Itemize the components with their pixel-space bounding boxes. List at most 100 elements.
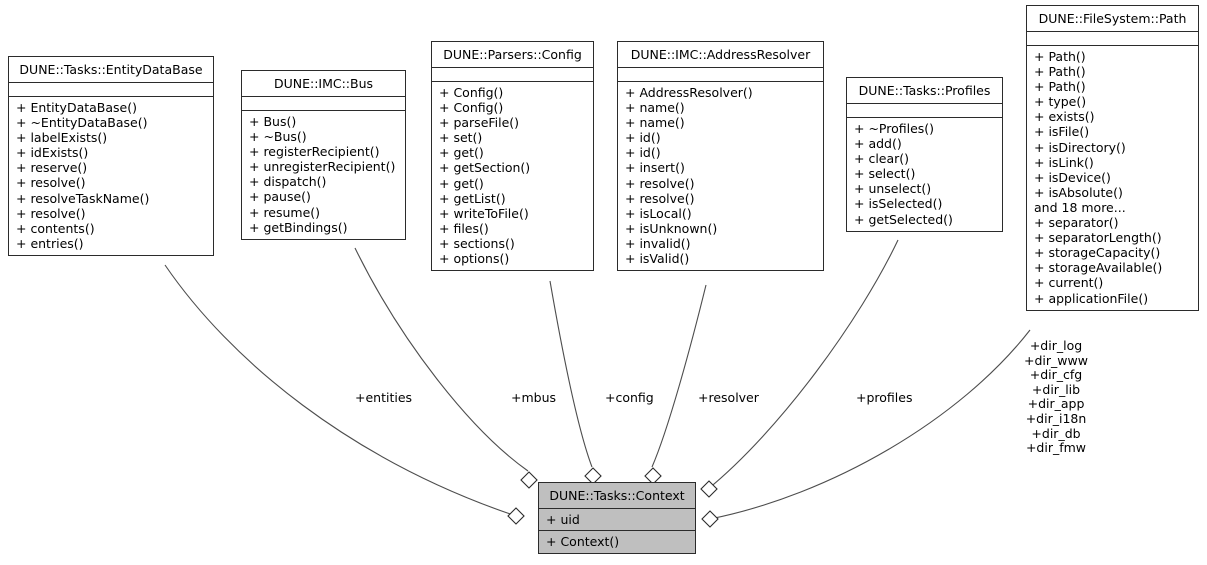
class-member: + id() bbox=[625, 145, 661, 161]
class-member: + storageAvailable() bbox=[1034, 260, 1163, 276]
class-member: + resolve() bbox=[16, 175, 86, 191]
class-member: + isValid() bbox=[625, 251, 690, 267]
class-member: + Config() bbox=[439, 85, 504, 100]
edge-entities bbox=[164, 264, 517, 517]
edge-config bbox=[549, 280, 593, 468]
class-member: + resolveTaskName() bbox=[16, 190, 150, 206]
class-member: + isSelected() bbox=[854, 196, 943, 212]
class-operations: + ~Profiles()+ add()+ clear()+ select()+… bbox=[847, 117, 1002, 231]
class-member: + idExists() bbox=[16, 145, 89, 161]
class-box-address-resolver[interactable]: DUNE::IMC::AddressResolver + AddressReso… bbox=[617, 41, 824, 272]
class-member: + AddressResolver() bbox=[625, 85, 753, 100]
class-member: + set() bbox=[439, 130, 483, 146]
class-member: and 18 more... bbox=[1034, 199, 1126, 215]
class-member: + name() bbox=[625, 115, 685, 131]
class-attributes: + uid bbox=[539, 508, 695, 530]
class-member: + ~Profiles() bbox=[854, 121, 935, 136]
edge-label-mbus: +mbus bbox=[511, 390, 557, 405]
class-member: + resolve() bbox=[16, 205, 86, 221]
class-member: + files() bbox=[439, 220, 489, 236]
class-member: + unregisterRecipient() bbox=[249, 159, 396, 175]
class-member: + EntityDataBase() bbox=[16, 100, 137, 115]
class-member: + isDirectory() bbox=[1034, 139, 1126, 155]
class-attributes bbox=[847, 103, 1002, 117]
class-box-bus[interactable]: DUNE::IMC::Bus + Bus()+ ~Bus()+ register… bbox=[241, 70, 406, 240]
class-title: DUNE::Tasks::Profiles bbox=[858, 83, 991, 98]
class-member: + separatorLength() bbox=[1034, 230, 1162, 246]
class-member: +dir_www bbox=[1024, 352, 1088, 368]
edge-label-path-dirs: +dir_log+dir_www+dir_cfg+dir_lib+dir_app… bbox=[1018, 338, 1094, 456]
class-member: + getSection() bbox=[439, 160, 531, 176]
class-title: DUNE::Tasks::EntityDataBase bbox=[19, 62, 203, 77]
class-member: + registerRecipient() bbox=[249, 144, 380, 160]
class-member: + unselect() bbox=[854, 181, 932, 197]
class-box-context[interactable]: DUNE::Tasks::Context + uid + Context() bbox=[538, 482, 696, 555]
class-attributes bbox=[242, 96, 405, 110]
class-member: + Path() bbox=[1034, 49, 1086, 64]
class-member: + exists() bbox=[1034, 109, 1095, 125]
class-member: +dir_log bbox=[1029, 338, 1083, 353]
class-title: DUNE::IMC::Bus bbox=[273, 76, 374, 91]
class-member: +dir_app bbox=[1027, 396, 1085, 412]
class-operations: + Config()+ Config()+ parseFile()+ set()… bbox=[432, 81, 593, 270]
class-title: DUNE::Parsers::Config bbox=[443, 47, 582, 62]
class-member: + getSelected() bbox=[854, 211, 953, 227]
class-member: + get() bbox=[439, 145, 484, 161]
class-member: +dir_cfg bbox=[1029, 367, 1083, 383]
class-member: + Config() bbox=[439, 100, 504, 116]
class-member: + sections() bbox=[439, 235, 515, 251]
class-member: + resume() bbox=[249, 204, 321, 220]
class-member: + ~EntityDataBase() bbox=[16, 115, 148, 131]
edge-label-config: +config bbox=[605, 390, 654, 405]
class-member: + parseFile() bbox=[439, 115, 520, 131]
class-operations: + Path()+ Path()+ Path()+ type()+ exists… bbox=[1027, 45, 1198, 310]
class-box-profiles[interactable]: DUNE::Tasks::Profiles + ~Profiles()+ add… bbox=[846, 77, 1003, 232]
class-title: DUNE::IMC::AddressResolver bbox=[630, 47, 811, 62]
class-member: + Bus() bbox=[249, 114, 297, 129]
class-box-config[interactable]: DUNE::Parsers::Config + Config()+ Config… bbox=[431, 41, 594, 272]
edge-label-profiles: +profiles bbox=[856, 390, 913, 405]
class-member: + isLocal() bbox=[625, 205, 692, 221]
class-member: + name() bbox=[625, 100, 685, 116]
class-member: + add() bbox=[854, 136, 902, 152]
class-member: + current() bbox=[1034, 275, 1104, 291]
class-member: +dir_fmw bbox=[1025, 440, 1087, 456]
class-operations: + EntityDataBase()+ ~EntityDataBase()+ l… bbox=[9, 96, 213, 255]
class-member: +dir_lib bbox=[1031, 381, 1081, 397]
edge-label-resolver: +resolver bbox=[698, 390, 759, 405]
class-member: + isDevice() bbox=[1034, 169, 1111, 185]
class-member: + contents() bbox=[16, 220, 95, 236]
diamond-profiles bbox=[700, 480, 718, 498]
edge-profiles bbox=[707, 239, 899, 490]
class-operations: + Context() bbox=[539, 530, 695, 553]
class-attributes bbox=[9, 82, 213, 96]
class-member: + applicationFile() bbox=[1034, 290, 1149, 306]
class-member: + type() bbox=[1034, 94, 1087, 110]
class-member: + isUnknown() bbox=[625, 220, 718, 236]
class-operations: + AddressResolver()+ name()+ name()+ id(… bbox=[618, 81, 823, 270]
class-member: + id() bbox=[625, 130, 661, 146]
diamond-entities bbox=[507, 507, 525, 525]
class-member: + clear() bbox=[854, 151, 910, 167]
class-member: + ~Bus() bbox=[249, 129, 307, 145]
class-attributes bbox=[432, 67, 593, 81]
edge-mbus bbox=[354, 247, 529, 472]
class-member: + separator() bbox=[1034, 215, 1119, 231]
class-member: + getList() bbox=[439, 190, 506, 206]
class-member: + storageCapacity() bbox=[1034, 245, 1161, 261]
class-box-entity-database[interactable]: DUNE::Tasks::EntityDataBase + EntityData… bbox=[8, 56, 214, 256]
class-box-path[interactable]: DUNE::FileSystem::Path + Path()+ Path()+… bbox=[1026, 5, 1199, 311]
class-attributes bbox=[618, 67, 823, 81]
class-attributes bbox=[1027, 31, 1198, 45]
class-member: + Context() bbox=[546, 534, 620, 550]
class-member: + dispatch() bbox=[249, 174, 327, 190]
class-member: + entries() bbox=[16, 235, 84, 251]
class-member: + pause() bbox=[249, 189, 311, 205]
edge-resolver bbox=[651, 284, 707, 468]
edge-path-dirs bbox=[709, 329, 1031, 520]
class-member: + isAbsolute() bbox=[1034, 184, 1123, 200]
class-member: +dir_i18n bbox=[1025, 410, 1087, 426]
class-member: + invalid() bbox=[625, 235, 691, 251]
